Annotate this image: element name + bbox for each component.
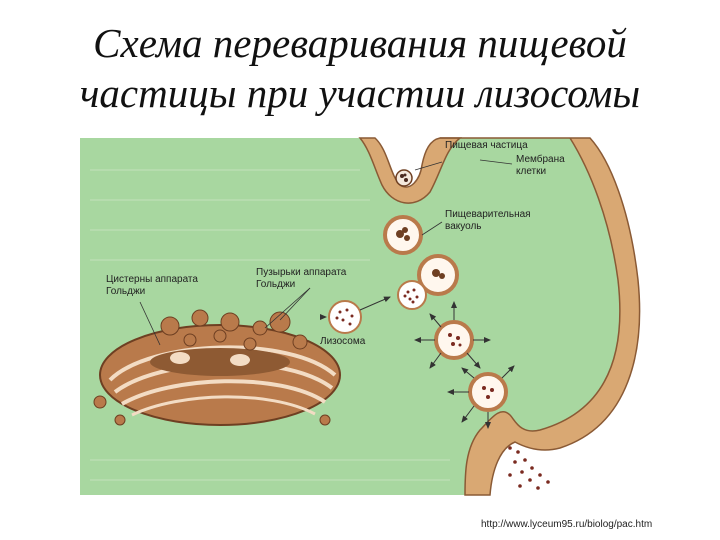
label-food-particle: Пищевая частица bbox=[445, 140, 528, 151]
digesting-vacuole-1 bbox=[434, 320, 474, 360]
digesting-vacuole-2 bbox=[468, 372, 508, 412]
title-line-2: частицы при участии лизосомы bbox=[79, 70, 641, 116]
source-url: http://www.lyceum95.ru/biolog/pac.htm bbox=[481, 519, 653, 530]
lysosome bbox=[328, 300, 362, 334]
fusing-lysosome bbox=[397, 280, 427, 310]
exocytosis-particles bbox=[508, 446, 550, 490]
label-golgi-vesicles-2: Гольджи bbox=[256, 279, 295, 290]
label-vacuole-1: Пищеварительная bbox=[445, 209, 531, 220]
label-golgi-cisterns-2: Гольджи bbox=[106, 286, 145, 297]
title-line-1: Схема переваривания пищевой bbox=[93, 20, 627, 66]
label-membrane-1: Мембрана bbox=[516, 153, 565, 165]
cytoplasm-texture bbox=[90, 169, 450, 481]
diagram-svg: Пищевая частица Мембрана клетки Пищевари… bbox=[70, 130, 650, 500]
page-title: Схема переваривания пищевой частицы при … bbox=[0, 18, 720, 118]
label-golgi-cisterns-1: Цистерны аппарата bbox=[106, 274, 198, 285]
label-membrane-2: клетки bbox=[516, 166, 546, 177]
label-vacuole-2: вакуоль bbox=[445, 221, 482, 232]
golgi-apparatus bbox=[99, 324, 341, 426]
label-golgi-vesicles-1: Пузырьки аппарата bbox=[256, 267, 347, 278]
lysosome-digestion-diagram: Пищевая частица Мембрана клетки Пищевари… bbox=[70, 130, 650, 500]
label-lysosome: Лизосома bbox=[320, 336, 366, 347]
golgi-vesicles bbox=[93, 309, 331, 426]
cell-membrane bbox=[440, 137, 641, 496]
engulfed-food-particle bbox=[395, 169, 413, 187]
